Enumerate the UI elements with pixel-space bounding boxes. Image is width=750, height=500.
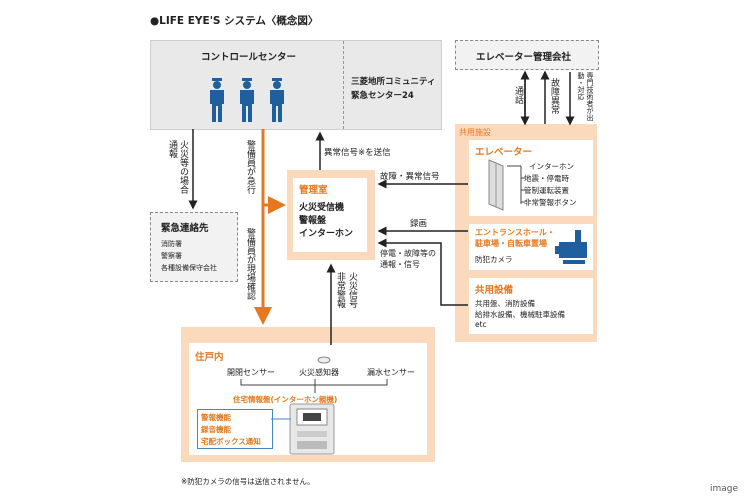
arrow-label-guard-confirm: 警備員が現場確認	[245, 228, 255, 300]
emergency-contact-item: 各種設備保守会社	[161, 264, 217, 272]
elevator-bracket	[507, 165, 525, 204]
management-room-line2: 警報盤	[299, 216, 327, 226]
arrow-label-technician: 専門技術者が出動・対応	[577, 72, 594, 121]
entrance-label-line1: エントランスホール・	[475, 228, 555, 237]
emergency-contact-item: 警察署	[161, 252, 182, 260]
elevator-item: 地震・停電時	[524, 174, 569, 183]
function-item: 録音機能	[201, 425, 231, 434]
camera-icon	[555, 230, 587, 264]
intercom-panel-icon	[289, 403, 335, 455]
sensor-bracket	[240, 379, 388, 393]
guard-icon	[210, 78, 224, 122]
equipment-item: 給排水設備、機械駐車設備	[475, 310, 565, 319]
functions-box: 警報機能 録音機能 宅配ボックス通知	[197, 409, 273, 449]
emergency-contact-label: 緊急連絡先	[161, 223, 209, 234]
arrow-label-fire-signal: 火災信号	[347, 272, 357, 308]
arrow-label-outage-report: 停電・故障等の通報・信号	[380, 248, 440, 270]
control-center-sub2: 緊急センター24	[351, 91, 414, 101]
function-item: 宅配ボックス通知	[201, 437, 261, 446]
guard-icons	[210, 78, 284, 122]
arrow-label-fire-report: 火災等の場合通報	[167, 140, 188, 194]
equipment-item: 共用盤、消防設備	[475, 299, 535, 308]
elevator-box: エレベーター インターホン 地震・停電時 管制運転装置 非常警報ボタン	[469, 140, 593, 216]
arrow-label-fault-abnormal: 故障異常	[549, 78, 559, 114]
elevator-item: 管制運転装置	[524, 186, 569, 195]
elevator-company-label: エレベーター管理会社	[476, 52, 572, 63]
arrow-label-guard-rush: 警備員が急行	[245, 140, 255, 194]
management-room-box: 管理室 火災受信機 警報盤 インターホン	[293, 178, 367, 252]
control-center-box: コントロールセンター 三菱地所コミュニティ 緊急センター24	[150, 40, 442, 130]
emergency-contact-box: 緊急連絡先 消防署 警察署 各種設備保守会社	[150, 212, 238, 282]
entrance-box: エントランスホール・ 駐車場・自転車置場 防犯カメラ	[469, 224, 593, 270]
diagram-title: ●LIFE EYE'S システム〈概念図〉	[150, 15, 319, 27]
shared-facility-box: 共用施設 エレベーター インターホン 地震・停電時 管制運転装置 非常警報ボタン…	[455, 124, 597, 342]
sensor-label: 漏水センサー	[367, 368, 415, 377]
elevator-label: エレベーター	[475, 147, 533, 158]
arrow-label-call: 通話	[513, 86, 523, 104]
watermark: image	[710, 484, 739, 494]
sensor-label: 火災感知器	[299, 368, 339, 377]
equipment-label: 共用設備	[475, 285, 514, 296]
dwelling-outer: 住戸内 開閉センサー 火災感知器 漏水センサー 住宅情報盤(インターホン親機) …	[181, 327, 435, 462]
elevator-item: インターホン	[529, 162, 574, 171]
shared-facility-label: 共用施設	[459, 128, 491, 137]
elevator-item: 非常警報ボタン	[524, 198, 577, 207]
guard-icon	[270, 78, 284, 122]
footnote: ※防犯カメラの信号は送信されません。	[181, 477, 315, 486]
arrow-label-emergency-alarm: 非常警報	[335, 272, 345, 308]
outage-report-text: 停電・故障等の通報・信号	[380, 249, 436, 269]
management-room-line1: 火災受信機	[299, 203, 345, 213]
elevator-company-box: エレベーター管理会社	[455, 40, 599, 70]
dwelling-box: 住戸内 開閉センサー 火災感知器 漏水センサー 住宅情報盤(インターホン親機) …	[189, 343, 427, 455]
control-center-divider	[343, 41, 344, 129]
control-center-label: コントロールセンター	[201, 52, 297, 63]
arrow-label-recording: 録画	[410, 219, 428, 229]
panel-label: 住宅情報盤(インターホン親機)	[233, 395, 338, 404]
arrow-label-abnormal-send: 異常信号※を送信	[324, 148, 391, 158]
control-center-sub1: 三菱地所コミュニティ	[351, 77, 436, 87]
guard-icon	[240, 78, 254, 122]
management-room-line3: インターホン	[299, 229, 354, 239]
sensor-label: 開閉センサー	[227, 368, 275, 377]
smoke-detector-icon	[317, 356, 331, 364]
panel-connector	[271, 418, 291, 420]
dwelling-label: 住戸内	[195, 352, 224, 363]
entrance-label-line2: 駐車場・自転車置場	[475, 239, 547, 248]
function-item: 警報機能	[201, 413, 231, 422]
emergency-contact-item: 消防署	[161, 240, 182, 248]
elevator-door-icon	[488, 159, 504, 211]
arrow-label-fault-signal: 故障・異常信号	[380, 172, 440, 182]
equipment-item: etc	[475, 320, 487, 329]
management-room-outer: 管理室 火災受信機 警報盤 インターホン	[287, 170, 375, 260]
entrance-camera-label: 防犯カメラ	[475, 255, 513, 264]
management-room-label: 管理室	[299, 185, 328, 196]
equipment-box: 共用設備 共用盤、消防設備 給排水設備、機械駐車設備 etc	[469, 278, 593, 334]
